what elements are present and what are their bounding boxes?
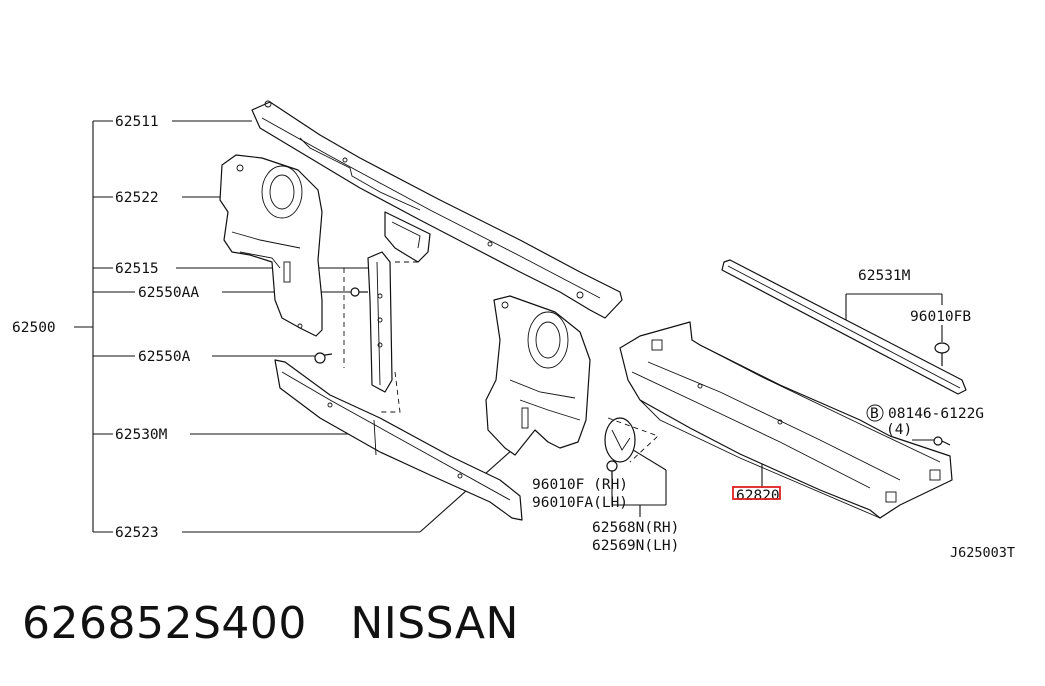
side-panel-62522 [219,154,323,337]
label-62522: 62522 [115,190,159,206]
label-bolt-marker: B [870,406,879,422]
diagram-code: J625003T [950,545,1016,561]
group-bracket-62500 [74,120,135,533]
part-labels: 62511 62522 62515 62550AA 62500 62550A 6… [12,114,984,554]
label-62523: 62523 [115,525,159,541]
label-62531M: 62531M [858,268,911,284]
label-62500: 62500 [12,320,56,336]
label-62550A: 62550A [138,349,191,365]
highlight-box-62820 [732,486,781,500]
label-62568N: 62568N(RH) [592,520,679,536]
bolt-marker-circle [866,404,884,422]
label-62820: 62820 [736,488,780,504]
label-62530M: 62530M [115,427,168,443]
caption: 626852S400 NISSAN [22,598,519,649]
side-panel-62523 [485,295,591,456]
label-08146-6122G: 08146-6122G [888,406,984,422]
upper-core-support-62511 [251,100,623,319]
vertical-stay-62515 [343,251,420,413]
cover-62568N [604,417,659,463]
label-62550AA: 62550AA [138,285,199,301]
air-guide-62820 [619,321,953,519]
clip-96010F [606,460,618,478]
lower-member-62530M [274,359,523,521]
label-96010FA: 96010FA(LH) [532,495,628,511]
clip-96010FB [934,342,950,366]
seal-strip-62531M [721,259,967,395]
label-96010F: 96010F (RH) [532,477,628,493]
part-number: 626852S400 [22,598,307,649]
bolt-08146-6122G [933,436,951,446]
label-62515: 62515 [115,261,159,277]
bolt-62550AA [350,287,368,297]
bolt-62550A [314,352,333,364]
label-62569N: 62569N(LH) [592,538,679,554]
label-62511: 62511 [115,114,159,130]
brand-name: NISSAN [350,598,519,649]
label-96010FB: 96010FB [910,309,971,325]
label-bolt-qty: (4) [886,422,912,438]
